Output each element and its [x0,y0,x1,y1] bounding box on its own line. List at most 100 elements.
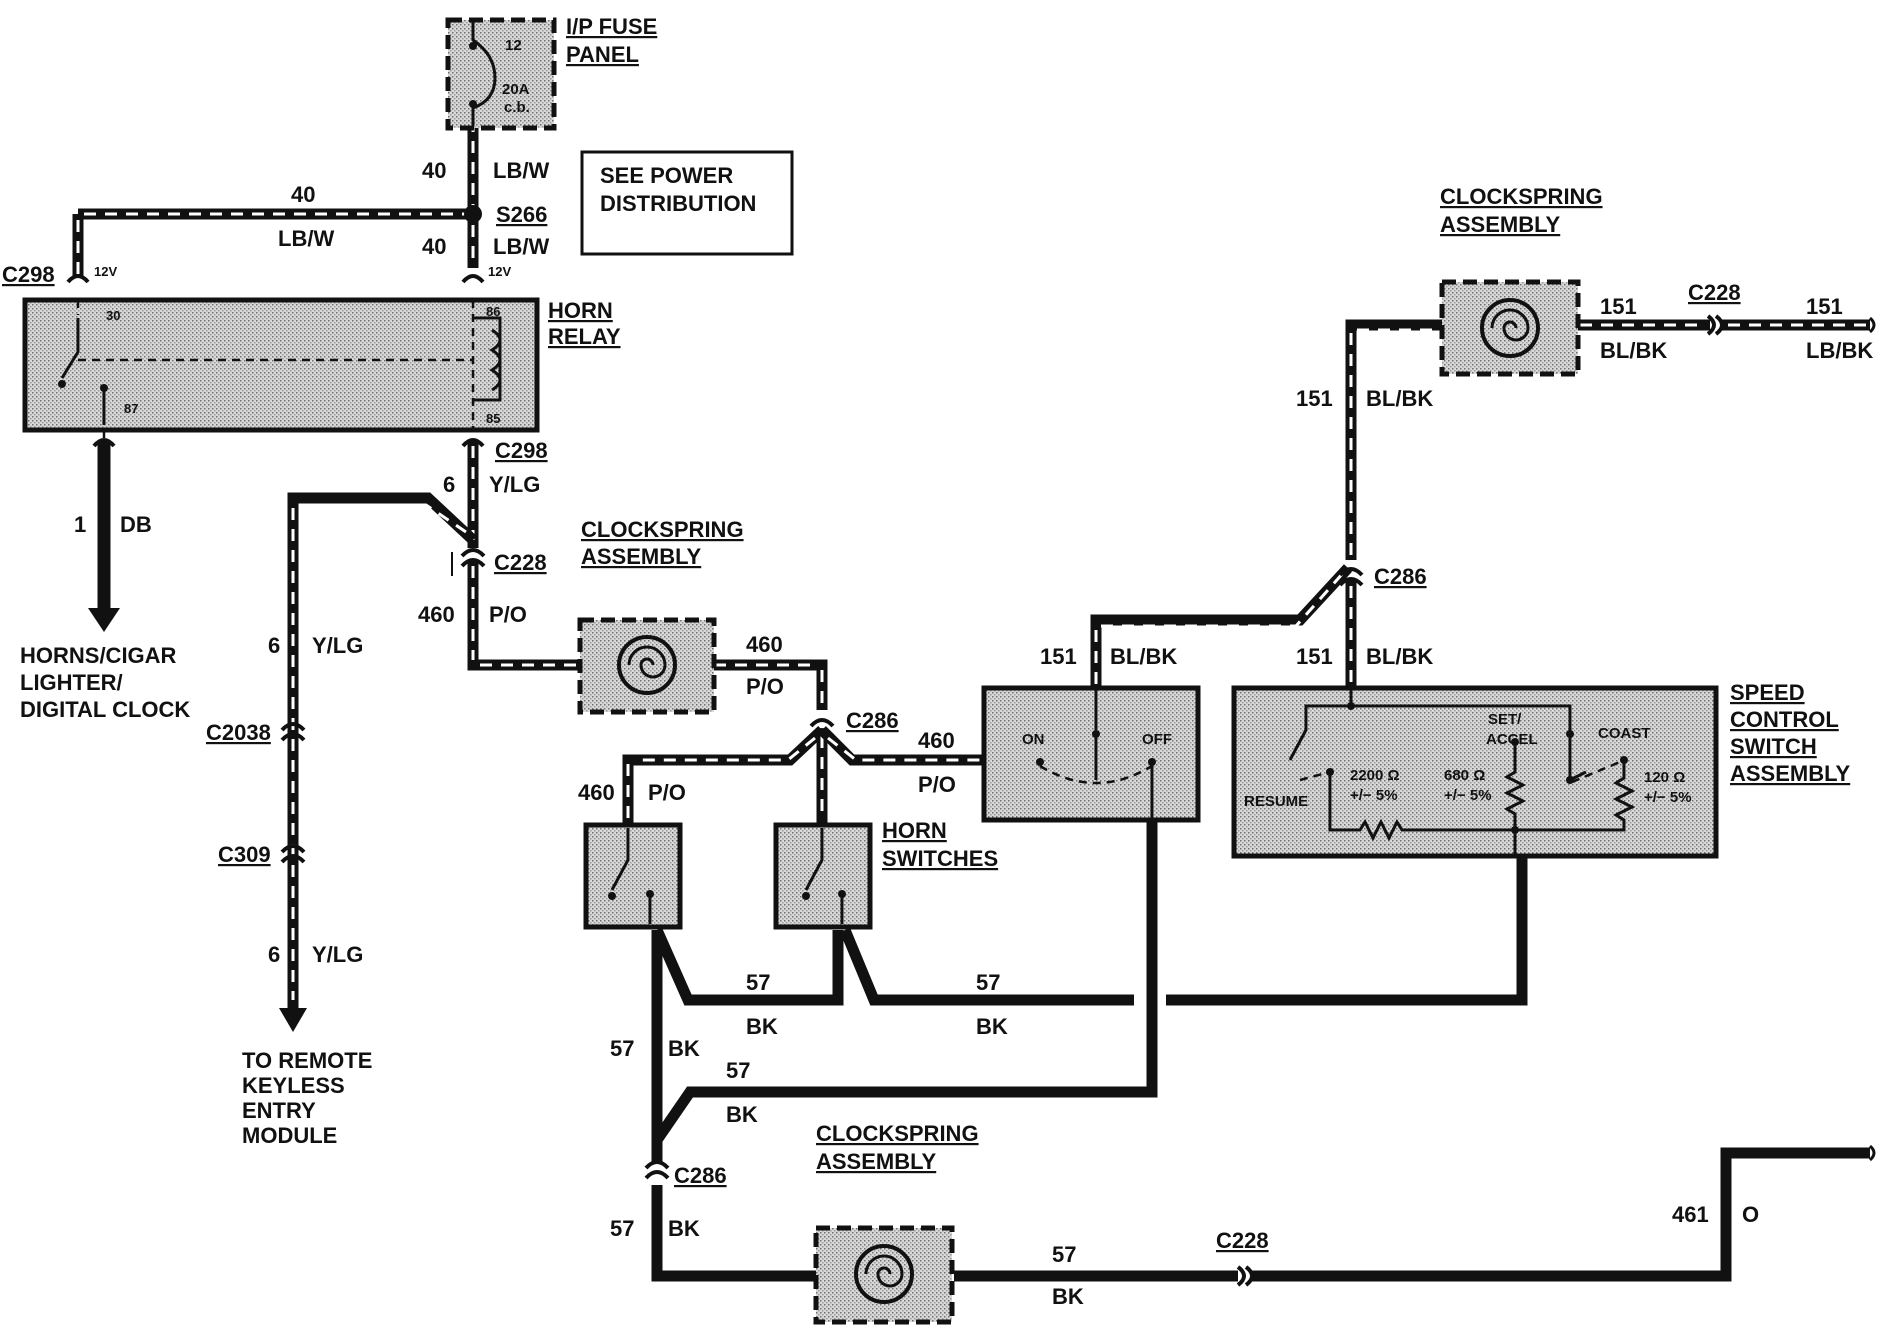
speed-control-title-3: SWITCH [1730,734,1817,759]
wire-460-b-color: P/O [746,674,784,699]
horn-switch-left [583,822,683,930]
wire-40-lbw [72,112,479,278]
connector-c2038 [280,722,306,742]
fuse-panel-title-1: I/P FUSE [566,14,657,39]
clockspring-top-title-2: ASSEMBLY [1440,212,1561,237]
wire-57-b-color: BK [976,1014,1008,1039]
set-label-2: ACCEL [1486,731,1538,748]
wire-6-ylg [279,440,479,1032]
wire-151-blbk [1090,319,1870,690]
wire-460-po [467,562,990,825]
connector-c228-b [1706,314,1724,336]
wire-57-c-num: 57 [610,1036,634,1061]
wire-460-b-num: 460 [746,632,783,657]
wire-57-d-num: 57 [726,1058,750,1083]
wire-461-num: 461 [1672,1202,1709,1227]
horns-dest-3: DIGITAL CLOCK [20,697,190,722]
speed-control-title-1: SPEED [1730,680,1805,705]
r1-value: 2200 Ω [1350,767,1400,784]
rke-dest-1: TO REMOTE [242,1048,372,1073]
wire-57-c-color: BK [668,1036,700,1061]
see-power-line-2: DISTRIBUTION [600,191,756,216]
r2-value: 680 Ω [1444,767,1485,784]
splice-s266-label: S266 [496,202,547,227]
wire-6-bot-color: Y/LG [312,942,363,967]
connector-c286-c [644,1160,670,1180]
speed-control-title-4: ASSEMBLY [1730,761,1851,786]
relay-pin-86: 86 [486,304,500,319]
wire-151-c-num: 151 [1296,386,1333,411]
connector-c286-a [809,718,835,738]
rke-dest-2: KEYLESS [242,1073,345,1098]
wire-57-d-color: BK [726,1102,758,1127]
horn-switch-right [773,822,873,930]
clockspring-bottom-title-2: ASSEMBLY [816,1149,937,1174]
coast-label: COAST [1598,725,1651,742]
wire-40-horiz-num: 40 [291,182,315,207]
connector-c298-right [461,274,485,448]
connector-c286-b [1338,567,1364,587]
c228-b-label: C228 [1688,280,1741,305]
c309-label: C309 [218,842,271,867]
connector-c298-horn-out [92,438,116,448]
c2038-label: C2038 [206,720,271,745]
horn-relay-title-2: RELAY [548,324,621,349]
c286-c-label: C286 [674,1163,727,1188]
wire-40-lower-num: 40 [422,234,446,259]
see-power-line-1: SEE POWER [600,163,733,188]
clockspring-middle [577,617,717,715]
see-power-distribution-box [580,150,794,256]
wire-461-o [1252,1147,1870,1282]
labels: I/P FUSE PANEL 12 20A c.b. SEE POWER DIS… [2,14,1873,1309]
wire-460-c-color: P/O [648,780,686,805]
wire-6-mid-color: Y/LG [312,633,363,658]
c228-a-label: C228 [494,550,547,575]
wire-6-top-color: Y/LG [489,472,540,497]
rke-dest-3: ENTRY [242,1098,316,1123]
wire-57-f-color: BK [1052,1284,1084,1309]
fuse-rating-1: 20A [502,81,530,98]
ip-fuse-panel [445,17,557,131]
horn-switches-title-1: HORN [882,818,947,843]
clockspring-mid-title-1: CLOCKSPRING [581,517,744,542]
c228-c-label: C228 [1216,1228,1269,1253]
wire-1-db [88,440,120,632]
wire-151-d-num: 151 [1600,294,1637,319]
switch-on-label: ON [1022,731,1045,748]
clockspring-top-title-1: CLOCKSPRING [1440,184,1603,209]
splice-s266 [464,205,482,223]
clockspring-bottom [813,1225,955,1325]
wire-6-bot-num: 6 [268,942,280,967]
horn-relay-title-1: HORN [548,298,613,323]
wire-151-a-num: 151 [1040,644,1077,669]
wire-57-e-color: BK [668,1216,700,1241]
wire-151-e-num: 151 [1806,294,1843,319]
wire-151-b-color: BL/BK [1366,644,1433,669]
wire-40-lower-color: LB/W [493,234,549,259]
wire-1-num: 1 [74,512,86,537]
connector-c309 [280,844,306,864]
clockspring-bottom-title-1: CLOCKSPRING [816,1121,979,1146]
wire-57-e-num: 57 [610,1216,634,1241]
wire-151-d-color: BL/BK [1600,338,1667,363]
wire-57-a-num: 57 [746,970,770,995]
wire-460-d-num: 460 [918,728,955,753]
set-label-1: SET/ [1488,711,1522,728]
wire-460-c-num: 460 [578,780,615,805]
wire-151-c-color: BL/BK [1366,386,1433,411]
r1-tol: +/− 5% [1350,787,1398,804]
wire-40-top-num: 40 [422,158,446,183]
harness-continuation-marks [1868,316,1876,1162]
rke-dest-4: MODULE [242,1123,337,1148]
wire-151-b-num: 151 [1296,644,1333,669]
fuse-rating-2: c.b. [504,99,530,116]
speed-control-title-2: CONTROL [1730,707,1839,732]
horns-dest-1: HORNS/CIGAR [20,643,177,668]
r2-tol: +/− 5% [1444,787,1492,804]
horn-switches-title-2: SWITCHES [882,846,998,871]
c298-left-label: C298 [2,262,55,287]
speed-control-switch-assembly [1231,685,1719,859]
r3-value: 120 Ω [1644,769,1685,786]
connector-c228-a [451,548,486,576]
wire-6-mid-num: 6 [268,633,280,658]
